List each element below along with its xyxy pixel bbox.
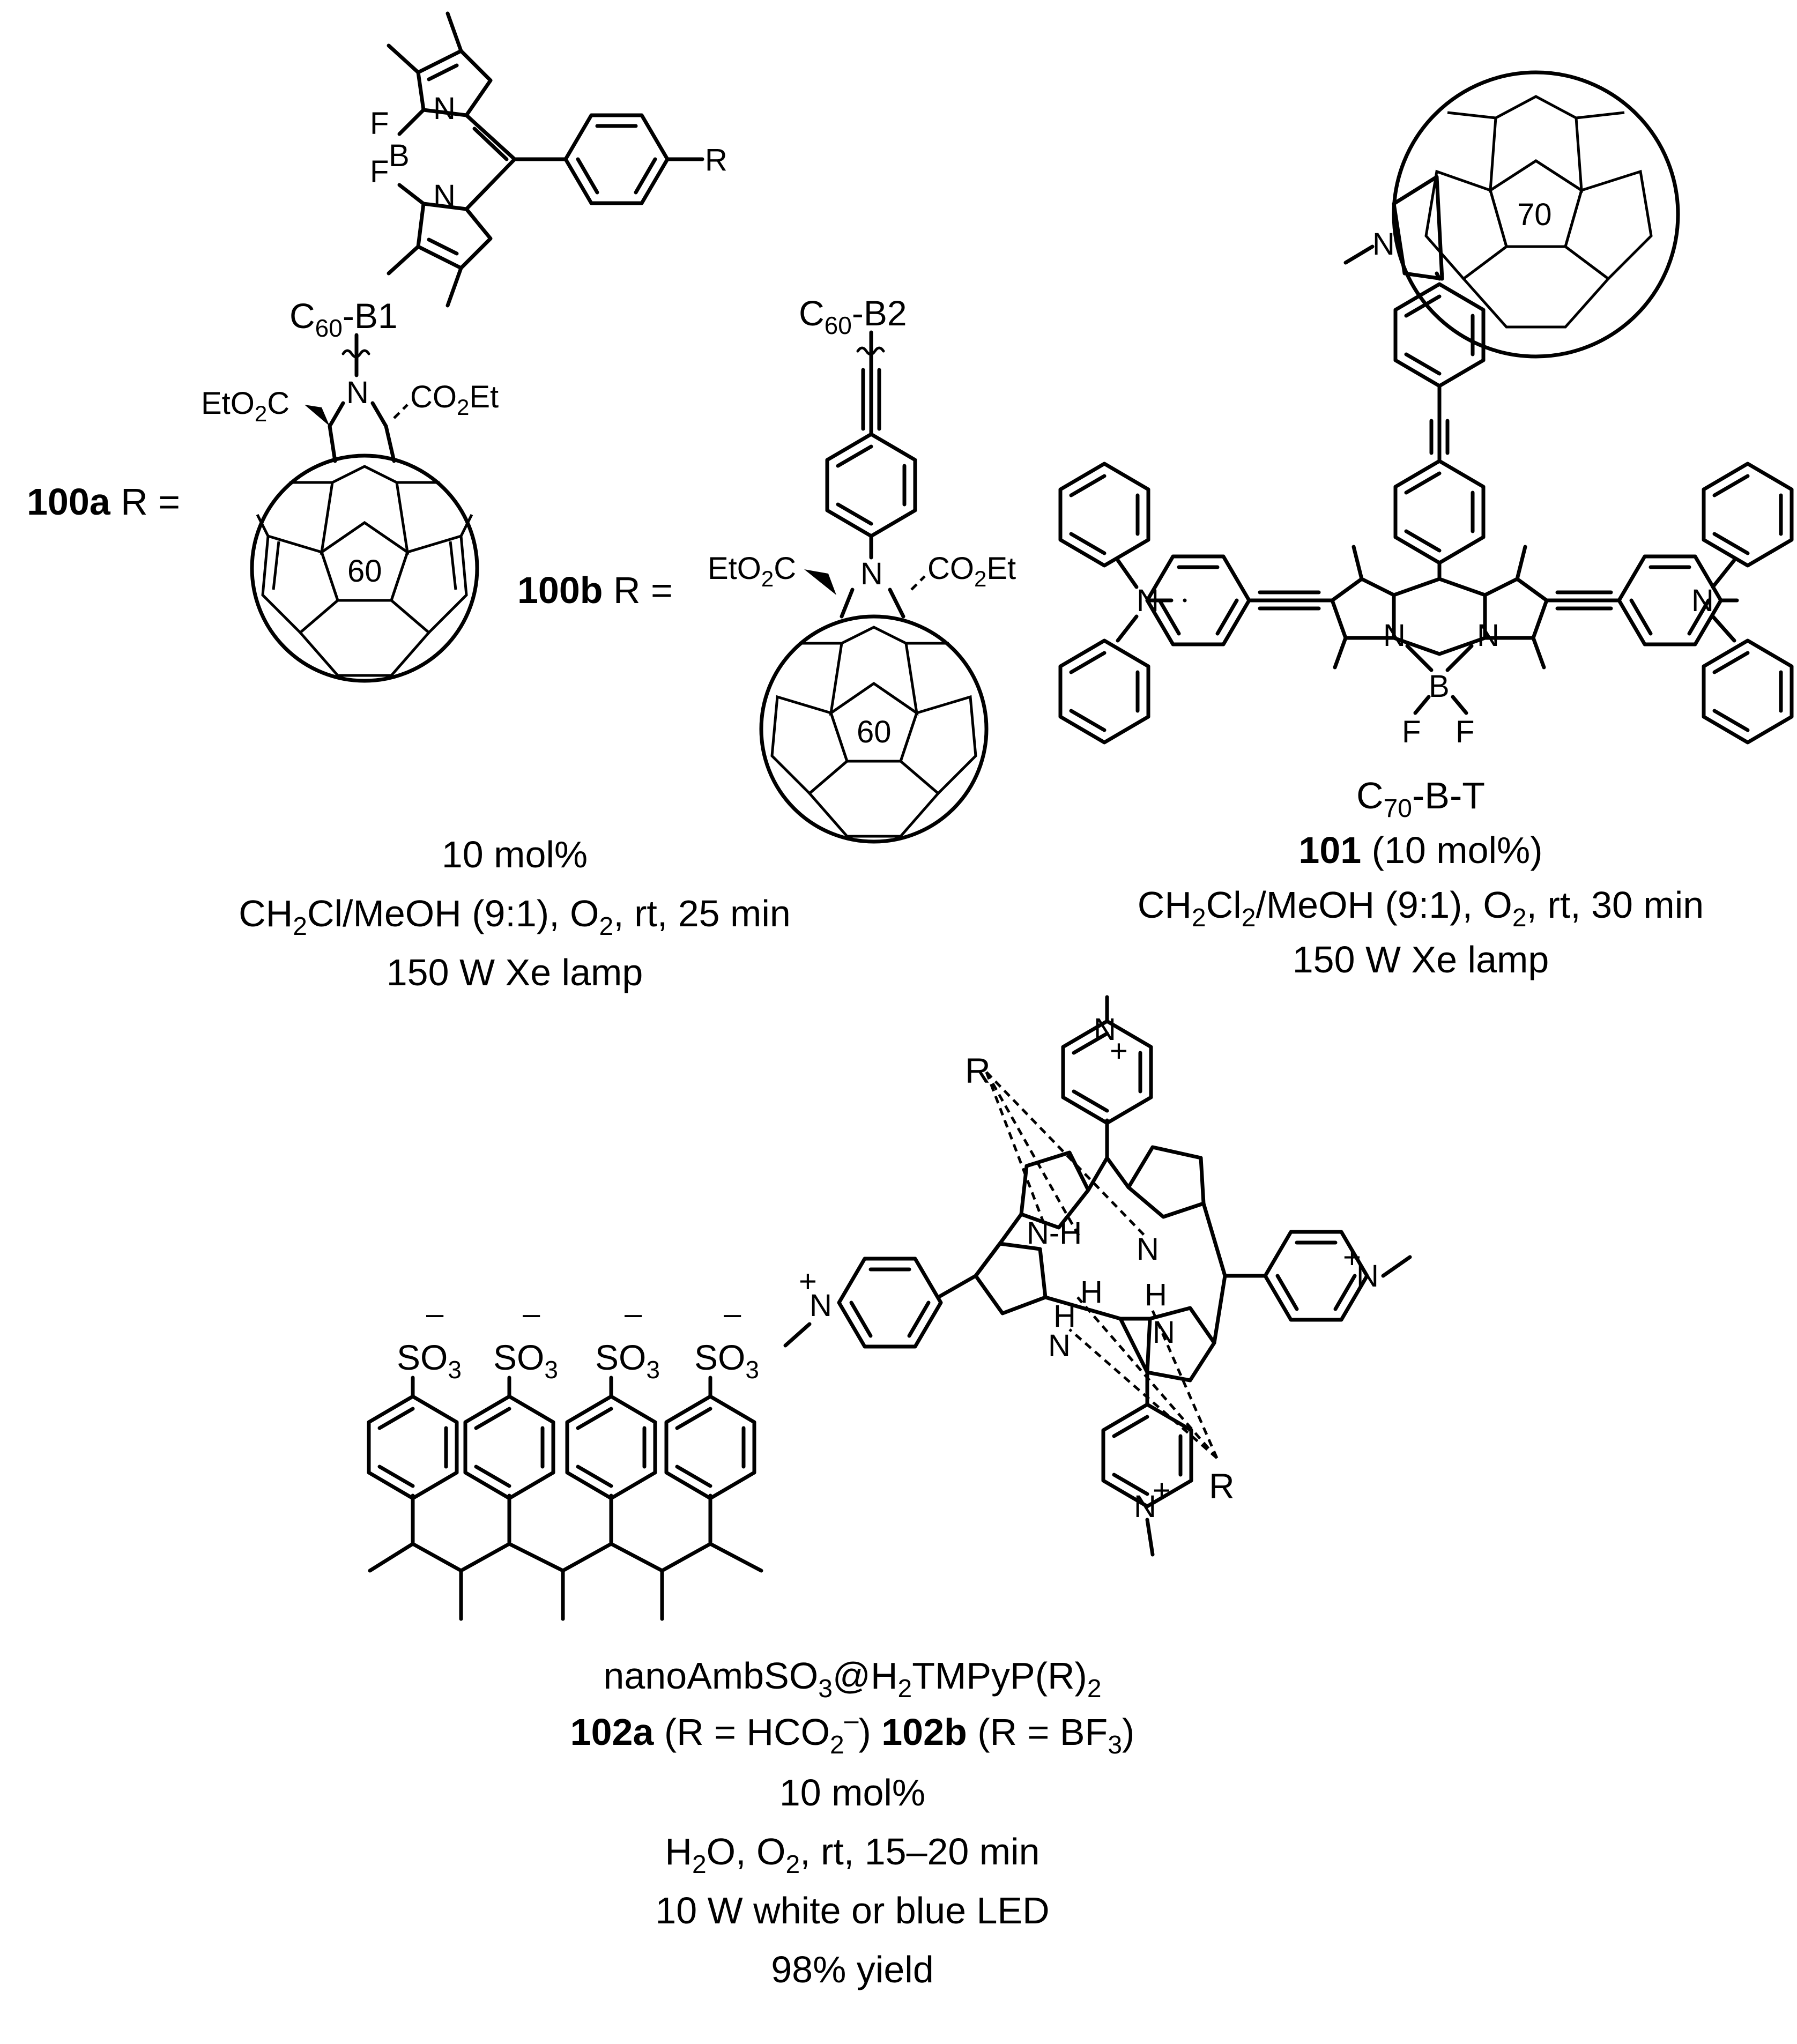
conditions-100-loading: 10 mol% (442, 834, 588, 875)
c70-bodipy-boron: B (1429, 669, 1450, 704)
polystyrene-sulfonate: SO3 SO3 SO3 SO3 – – – – (369, 1296, 763, 1621)
porphyrin-nh-1: N-H (1027, 1216, 1082, 1251)
c70-amine-n-right: N (1691, 583, 1714, 618)
conditions-100-solvent: CH2Cl/MeOH (9:1), O2, rt, 25 min (239, 893, 791, 941)
c60-b1-name: C60-B1 (289, 296, 398, 342)
bodipy-boron: B (389, 138, 410, 173)
pyridinium-n-left: N (810, 1288, 832, 1323)
sulfonate-3: SO3 (595, 1337, 660, 1384)
c60-b1-structure: C60-B1 N EtO2C CO2Et 60 (201, 296, 499, 683)
c70-bodipy-f1: F (1402, 715, 1421, 749)
label-101: 101 (10 mol%) (1298, 829, 1542, 871)
porphyrin-h-3: H (1145, 1277, 1167, 1312)
r-group-bottom: R (1209, 1466, 1235, 1506)
c70-amine-n-left: N (1137, 583, 1159, 618)
c70-bodipy-f2: F (1456, 715, 1474, 749)
bodipy-fluorine-2: F (370, 154, 389, 189)
bodipy-r-group: R (705, 143, 727, 177)
bodipy-fluorine-1: F (370, 106, 389, 141)
bodipy-structure: N N B F F R (370, 11, 727, 308)
conditions-102-light: 10 W white or blue LED (655, 1890, 1049, 1931)
pyridinium-plus-right: + (1343, 1240, 1361, 1275)
c60-b1-ester-right: CO2Et (410, 380, 499, 420)
pyridinium-plus-top: + (1110, 1034, 1128, 1068)
wavy-bond (341, 349, 370, 359)
c60-b2-structure: C60-B2 N EtO2C CO2Et 60 (708, 293, 1016, 844)
pyridinium-n-top: N (1094, 1012, 1116, 1047)
sulfonate-charge-2: – (523, 1296, 540, 1331)
c70-bodipy-n-left: N (1383, 618, 1406, 653)
c60-b1-ester-left: EtO2C (201, 386, 289, 426)
c60-b2-ester-right: CO2Et (927, 551, 1016, 591)
conditions-102-yield: 98% yield (771, 1949, 934, 1990)
c70-b-t-structure: 70 N N N B F F (1060, 70, 1792, 749)
sulfonate-charge-1: – (426, 1296, 444, 1331)
bodipy-n-top: N (433, 91, 456, 126)
porphyrin-h-5: H (1080, 1275, 1103, 1310)
conditions-100: 10 mol% CH2Cl/MeOH (9:1), O2, rt, 25 min… (239, 834, 791, 993)
c70-b-t-name: C70-B-T (1356, 775, 1485, 823)
sulfonate-2: SO3 (493, 1337, 558, 1384)
r-group-top: R (965, 1051, 991, 1090)
c60-b2-pyrrolidine-n: N (860, 556, 883, 591)
c60-b2-name: C60-B2 (799, 293, 907, 339)
pyridinium-n-right: N (1356, 1259, 1379, 1294)
c60-b2-cage-label: 60 (857, 715, 892, 749)
porphyrin-n-3: N (1153, 1315, 1175, 1350)
c60-b2-ester-left: EtO2C (708, 551, 796, 591)
porphyrin-n-2: N (1137, 1232, 1159, 1267)
sulfonate-charge-3: – (625, 1296, 642, 1331)
pyridinium-plus-left: + (799, 1264, 817, 1299)
conditions-100-light: 150 W Xe lamp (387, 952, 643, 993)
label-100a: 100a R = (27, 481, 180, 523)
porphyrin-structure: N + N + N + N + N-H N H N H H N R R (783, 995, 1412, 1557)
porphyrin-n-4: N (1048, 1328, 1071, 1363)
sulfonate-1: SO3 (397, 1337, 462, 1384)
pyridinium-plus-bottom: + (1153, 1473, 1171, 1508)
conditions-102-loading: 10 mol% (779, 1772, 925, 1813)
label-100b: 100b R = (517, 569, 673, 611)
c60-b1-pyrrolidine-n: N (346, 375, 369, 410)
conditions-102: nanoAmbSO3@H2TMPyP(R)2 102a (R = HCO2–) … (570, 1655, 1135, 1990)
c70-cage-label: 70 (1517, 197, 1552, 232)
c70-pyrrolidine-n: N (1372, 227, 1395, 262)
pyridinium-n-bottom: N (1134, 1489, 1156, 1524)
c70-bodipy-n-right: N (1477, 618, 1499, 653)
conditions-102-solvent: H2O, O2, rt, 15–20 min (665, 1831, 1039, 1879)
conditions-101-solvent: CH2Cl2/MeOH (9:1), O2, rt, 30 min (1138, 884, 1704, 932)
c60-b1-cage-label: 60 (347, 554, 382, 589)
bodipy-n-bottom: N (433, 179, 456, 213)
compound-102-name: nanoAmbSO3@H2TMPyP(R)2 (603, 1655, 1101, 1703)
porphyrin-h-4: H (1053, 1299, 1076, 1334)
sulfonate-charge-4: – (724, 1296, 741, 1331)
sulfonate-4: SO3 (694, 1337, 759, 1384)
conditions-101: C70-B-T 101 (10 mol%) CH2Cl2/MeOH (9:1),… (1138, 775, 1704, 980)
conditions-101-light: 150 W Xe lamp (1293, 939, 1549, 980)
compound-102-variants: 102a (R = HCO2–) 102b (R = BF3) (570, 1706, 1135, 1759)
